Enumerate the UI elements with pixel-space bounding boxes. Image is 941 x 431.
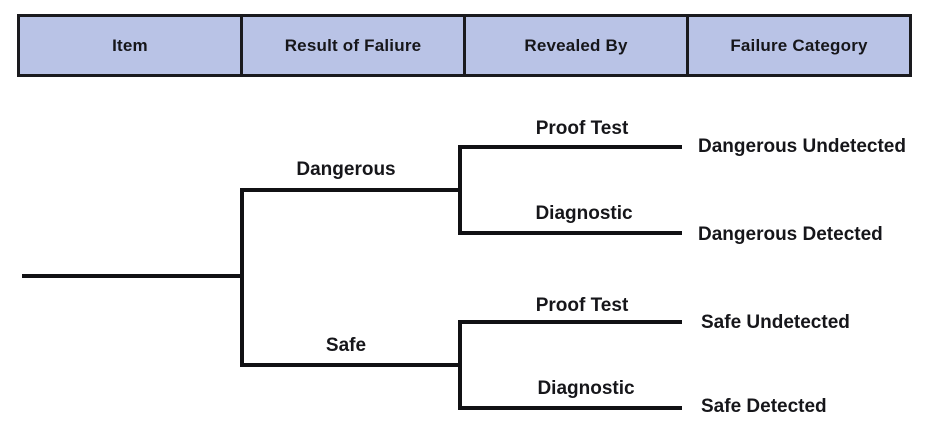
tree-line-dangerous-diagnostic-branch [458, 231, 682, 235]
tree-line-safe-proof-test-branch [458, 320, 682, 324]
tree-line-safe-vertical [458, 320, 462, 410]
branch-label-dangerous-proof-test: Proof Test [535, 118, 629, 139]
leaf-label-safe-undetected: Safe Undetected [701, 312, 850, 333]
branch-label-safe: Safe [325, 335, 367, 356]
tree-line-safe-diagnostic-branch [458, 406, 682, 410]
branch-label-dangerous-diagnostic: Diagnostic [535, 203, 633, 224]
tree-line-dangerous-vertical [458, 145, 462, 235]
header-cell-result-of-failure: Result of Faliure [240, 17, 463, 74]
leaf-label-dangerous-undetected: Dangerous Undetected [698, 136, 906, 157]
tree-line-dangerous-proof-test-branch [458, 145, 682, 149]
leaf-label-dangerous-detected: Dangerous Detected [698, 224, 883, 245]
leaf-label-safe-detected: Safe Detected [701, 396, 827, 417]
header-cell-revealed-by: Revealed By [463, 17, 686, 74]
branch-label-dangerous: Dangerous [296, 159, 396, 180]
header-cell-failure-category: Failure Category [686, 17, 909, 74]
branch-label-safe-proof-test: Proof Test [535, 295, 629, 316]
tree-line-dangerous-branch [240, 188, 462, 192]
tree-line-safe-branch [240, 363, 462, 367]
header-cell-item: Item [20, 17, 240, 74]
tree-line-root [22, 274, 242, 278]
branch-label-safe-diagnostic: Diagnostic [537, 378, 635, 399]
tree-line-level1-vertical [240, 188, 244, 367]
header-table: Item Result of Faliure Revealed By Failu… [17, 14, 912, 77]
